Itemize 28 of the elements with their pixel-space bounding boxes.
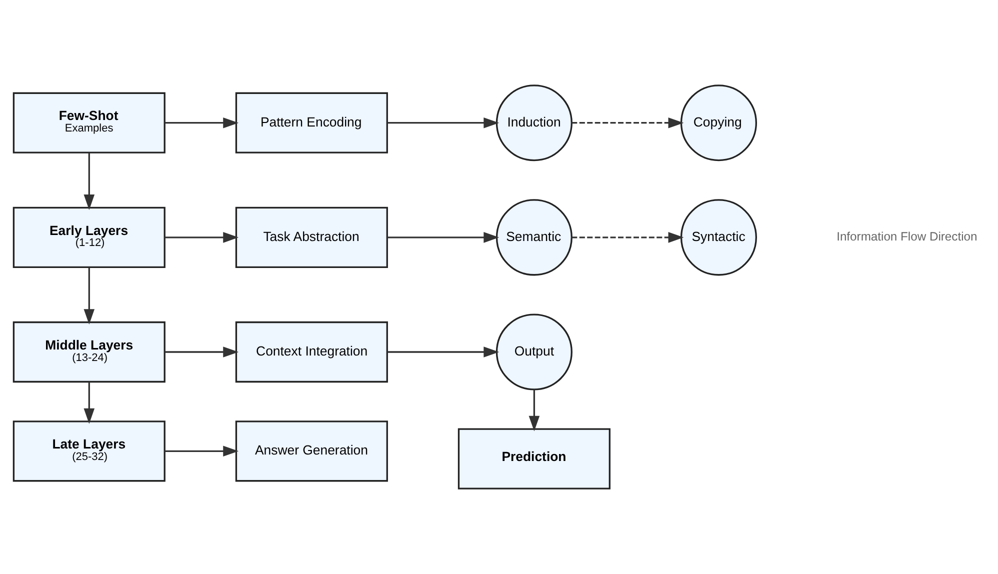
arrow: [83, 382, 94, 424]
node-box: Early Layers (1-12): [12, 206, 165, 268]
arrow: [386, 117, 499, 128]
node-circle: Induction: [495, 84, 572, 162]
arrow: [164, 346, 238, 358]
node-circle: Output: [495, 314, 572, 390]
node-box: Middle Layers (13-24): [12, 321, 165, 383]
label: Information Flow Direction: [836, 230, 977, 244]
node-box: Prediction: [457, 428, 610, 490]
node-box: Answer Generation: [234, 420, 388, 482]
arrow: [164, 446, 238, 457]
node-box: Context Integration: [234, 321, 388, 383]
node-box: Pattern Encoding: [234, 92, 388, 154]
arrow: [83, 268, 94, 324]
node-box: Few-Shot Examples: [12, 92, 165, 154]
node-box: Late Layers (25-32): [12, 420, 165, 482]
node-circle: Semantic: [495, 199, 572, 276]
arrow: [571, 232, 684, 243]
node-circle: Syntactic: [680, 199, 756, 276]
arrow: [386, 346, 499, 358]
arrow: [386, 232, 499, 243]
node-circle: Copying: [680, 84, 756, 162]
arrow: [571, 117, 684, 128]
node-box: Task Abstraction: [234, 206, 388, 268]
arrow: [528, 390, 540, 432]
arrow: [83, 152, 94, 210]
arrow: [164, 232, 238, 243]
arrow: [164, 117, 238, 128]
